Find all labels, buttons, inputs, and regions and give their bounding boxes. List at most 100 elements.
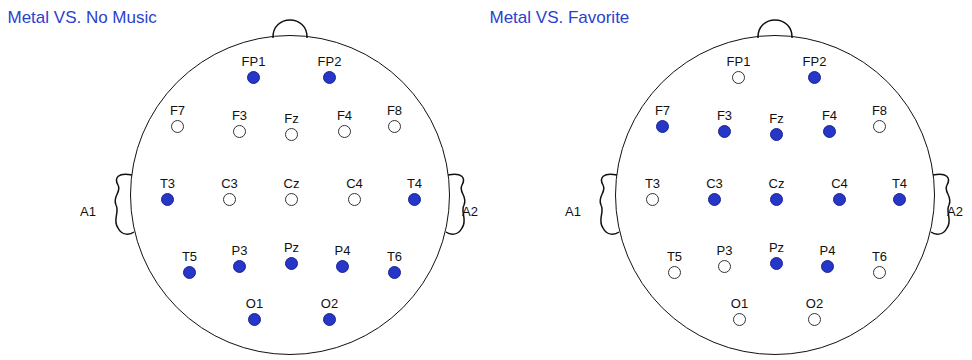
electrode-dot (248, 313, 261, 326)
electrode: C3 (221, 177, 238, 206)
electrode-label: Cz (769, 177, 785, 190)
ear (600, 174, 619, 234)
electrode-label: Pz (284, 241, 299, 254)
electrode-dot (808, 71, 821, 84)
electrode-dot (668, 266, 681, 279)
electrode-dot (285, 257, 298, 270)
electrode-label: T5 (667, 250, 682, 263)
electrode: P4 (820, 244, 836, 273)
electrode-label: T3 (645, 177, 660, 190)
electrode: T5 (182, 250, 197, 279)
electrode: F8 (387, 104, 402, 133)
electrode-label: F8 (387, 104, 402, 117)
electrode: Cz (769, 177, 785, 206)
electrode: O1 (246, 297, 263, 326)
electrode-label: T4 (892, 177, 907, 190)
electrode: O2 (321, 297, 338, 326)
electrode-label: FP1 (727, 55, 751, 68)
ear-label: A2 (462, 204, 478, 219)
electrode: FP2 (803, 55, 827, 84)
electrode-dot (893, 193, 906, 206)
electrode-label: T3 (160, 177, 175, 190)
electrode-dot (388, 266, 401, 279)
electrode: Pz (769, 241, 784, 270)
electrode-dot (808, 313, 821, 326)
electrode: C4 (831, 177, 848, 206)
electrode-dot (708, 193, 721, 206)
electrode: FP1 (242, 55, 266, 84)
electrode-label: Fz (284, 112, 298, 125)
electrode-label: O2 (806, 297, 823, 310)
electrode: Pz (284, 241, 299, 270)
electrode-dot (223, 193, 236, 206)
ear-label: A1 (80, 204, 96, 219)
electrode-label: F3 (717, 109, 732, 122)
head-map: Metal VS. No MusicFP1FP2F7F3FzF4F8T3C3Cz… (130, 35, 450, 355)
electrode-dot (821, 260, 834, 273)
electrode-dot (183, 266, 196, 279)
electrode: P3 (717, 244, 733, 273)
electrode-dot (233, 125, 246, 138)
map-title: Metal VS. No Music (8, 8, 157, 28)
electrode: Fz (769, 112, 783, 141)
electrode-label: FP2 (803, 55, 827, 68)
head-map: Metal VS. FavoriteFP1FP2F7F3FzF4F8T3C3Cz… (615, 35, 935, 355)
electrode-label: P3 (717, 244, 733, 257)
electrode: P3 (232, 244, 248, 273)
electrode-label: Fz (769, 112, 783, 125)
electrode-label: F8 (872, 104, 887, 117)
electrode-dot (823, 125, 836, 138)
electrode-dot (732, 71, 745, 84)
electrode-label: C4 (346, 177, 363, 190)
ear (115, 174, 134, 234)
electrode-dot (770, 128, 783, 141)
electrode-dot (873, 120, 886, 133)
electrode-label: Pz (769, 241, 784, 254)
electrode-label: O2 (321, 297, 338, 310)
electrode: T4 (407, 177, 422, 206)
electrode-label: Cz (284, 177, 300, 190)
electrode-label: F7 (655, 104, 670, 117)
electrode: C3 (706, 177, 723, 206)
electrode-dot (171, 120, 184, 133)
electrode-label: F7 (170, 104, 185, 117)
electrode-dot (285, 193, 298, 206)
electrode-dot (285, 128, 298, 141)
electrode-label: O1 (246, 297, 263, 310)
electrode: F8 (872, 104, 887, 133)
electrode-label: T6 (387, 250, 402, 263)
electrode: T3 (645, 177, 660, 206)
electrode-dot (770, 193, 783, 206)
electrode-label: P3 (232, 244, 248, 257)
electrode-label: T5 (182, 250, 197, 263)
electrode: F7 (170, 104, 185, 133)
electrode-label: T4 (407, 177, 422, 190)
electrode-dot (247, 71, 260, 84)
electrode: Cz (284, 177, 300, 206)
electrode: T6 (387, 250, 402, 279)
electrode-dot (833, 193, 846, 206)
electrode: T5 (667, 250, 682, 279)
electrode-dot (323, 313, 336, 326)
electrode: FP2 (318, 55, 342, 84)
electrode: O1 (731, 297, 748, 326)
electrode: F3 (717, 109, 732, 138)
electrode-label: F3 (232, 109, 247, 122)
electrode-dot (718, 260, 731, 273)
electrode-dot (233, 260, 246, 273)
electrode-label: P4 (335, 244, 351, 257)
electrode: F4 (822, 109, 837, 138)
ear-label: A2 (947, 204, 963, 219)
electrode: Fz (284, 112, 298, 141)
electrode-dot (718, 125, 731, 138)
electrode-label: O1 (731, 297, 748, 310)
map-title: Metal VS. Favorite (490, 8, 630, 28)
electrode-label: C3 (706, 177, 723, 190)
electrode-label: C4 (831, 177, 848, 190)
electrode-dot (336, 260, 349, 273)
electrode-label: F4 (822, 109, 837, 122)
electrode-dot (408, 193, 421, 206)
electrode: F4 (337, 109, 352, 138)
electrode-dot (770, 257, 783, 270)
